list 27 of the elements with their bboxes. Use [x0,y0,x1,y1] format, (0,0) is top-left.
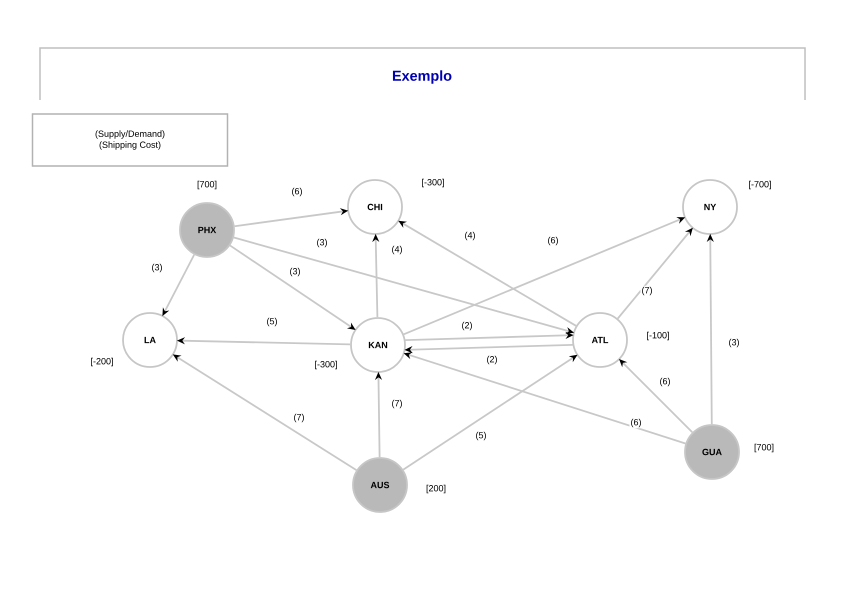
edge-label: (7) [392,400,402,408]
edge-label: (3) [152,264,162,272]
edge-label: (7) [294,414,304,422]
edge-label: (4) [465,232,475,240]
edge-label: (4) [392,246,402,254]
supply-label: [-300] [315,360,337,370]
edge-label: (6) [631,418,641,428]
edge-label: (5) [267,318,277,326]
edge-label: (7) [642,286,652,296]
edge-label: (6) [548,236,558,246]
supply-label: [700] [198,180,216,190]
supply-label: [-100] [647,332,669,340]
edge-label: (3) [290,268,300,276]
edge-label: (3) [317,238,327,248]
supply-label: [-700] [749,180,771,190]
title: Exemplo [392,70,452,84]
supply-label: [-200] [91,358,113,366]
edge-label: (2) [487,356,497,364]
legend-box: (Supply/Demand) (Shipping Cost) [32,113,228,167]
supply-label: [200] [426,484,446,494]
edge-label: (6) [660,378,670,386]
edge-label: (5) [476,432,486,440]
edge-label: (6) [292,188,302,196]
edge-label: (2) [462,322,472,330]
supply-label: [700] [754,444,774,452]
edge-label: (3) [729,338,739,348]
supply-label: [-300] [422,178,444,188]
